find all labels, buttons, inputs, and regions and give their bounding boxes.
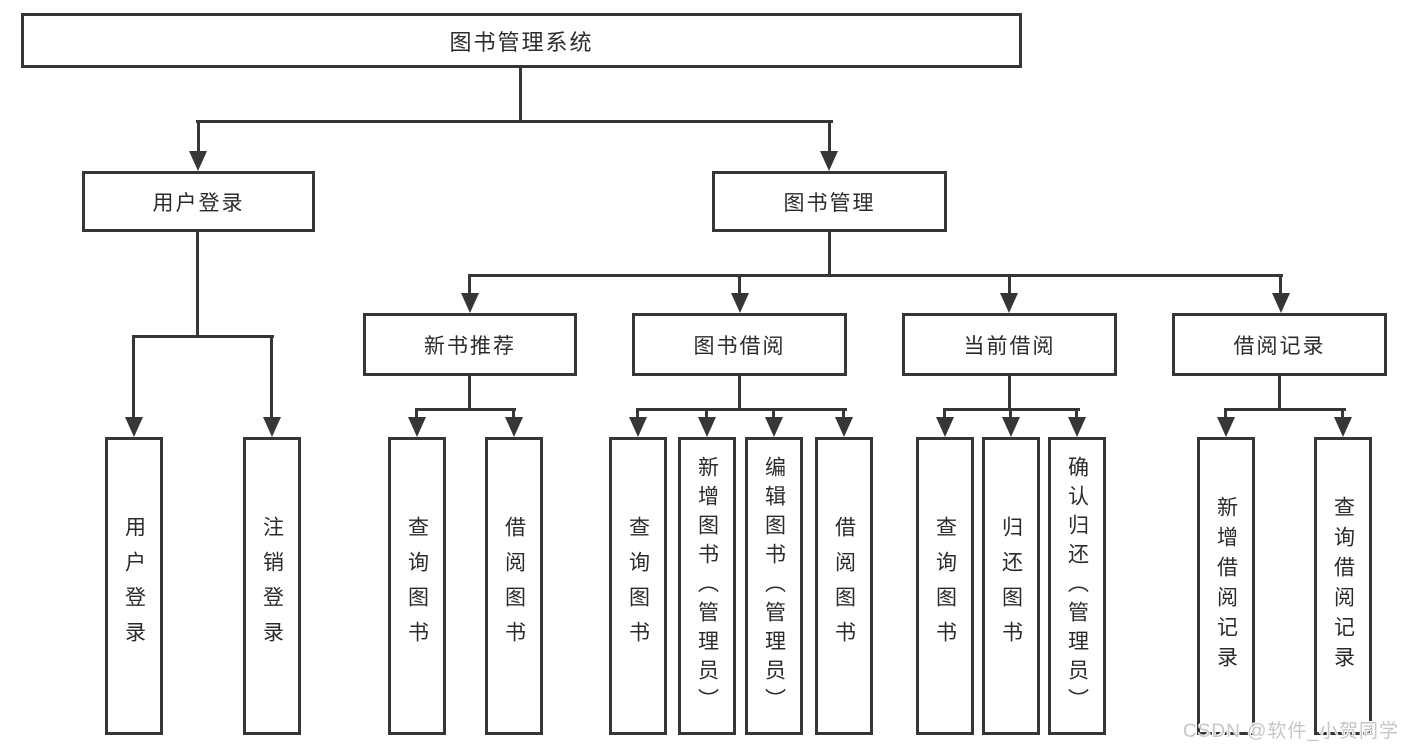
leaf-borrow-books-recommend: 借阅图书 <box>485 437 543 735</box>
leaf-query-books-recommend-label: 查询图书 <box>405 516 429 656</box>
leaf-edit-book-admin-label: 编辑图书（管理员） <box>762 455 786 717</box>
connector-line <box>842 408 845 420</box>
arrowhead-icon <box>505 417 523 437</box>
arrowhead-icon <box>408 417 426 437</box>
node-library-system-label: 图书管理系统 <box>449 29 594 55</box>
arrowhead-icon <box>835 417 853 437</box>
node-current-borrowing-label: 当前借阅 <box>963 334 1056 358</box>
node-current-borrowing: 当前借阅 <box>902 313 1117 376</box>
node-book-management: 图书管理 <box>712 171 947 232</box>
connector-line <box>468 376 471 410</box>
arrowhead-icon <box>1068 417 1086 437</box>
connector-line <box>196 232 199 337</box>
connector-line <box>772 408 775 420</box>
connector-line <box>1008 274 1011 295</box>
leaf-query-borrow-record: 查询借阅记录 <box>1314 437 1372 735</box>
arrowhead-icon <box>1000 293 1018 313</box>
arrowhead-icon <box>263 417 281 437</box>
leaf-logout: 注销登录 <box>243 437 301 735</box>
node-user-login-label: 用户登录 <box>152 191 245 215</box>
leaf-return-books: 归还图书 <box>982 437 1040 735</box>
connector-line <box>1224 408 1346 411</box>
node-new-book-recommend: 新书推荐 <box>363 313 577 376</box>
connector-line <box>828 120 831 153</box>
connector-line <box>196 120 833 123</box>
node-user-login: 用户登录 <box>82 171 315 232</box>
leaf-user-login-label: 用户登录 <box>122 516 146 656</box>
connector-line <box>1008 376 1011 410</box>
leaf-confirm-return-admin-label: 确认归还（管理员） <box>1065 455 1089 717</box>
connector-line <box>512 408 515 420</box>
arrowhead-icon <box>189 151 207 171</box>
leaf-query-borrow-record-label: 查询借阅记录 <box>1331 496 1355 676</box>
arrowhead-icon <box>125 417 143 437</box>
connector-line <box>738 376 741 410</box>
arrowhead-icon <box>936 417 954 437</box>
arrowhead-icon <box>1002 417 1020 437</box>
arrowhead-icon <box>629 417 647 437</box>
leaf-borrow-books-borrowing-label: 借阅图书 <box>832 516 856 656</box>
leaf-add-borrow-record-label: 新增借阅记录 <box>1214 496 1238 676</box>
connector-line <box>828 232 831 276</box>
connector-line <box>1341 408 1344 420</box>
arrowhead-icon <box>461 293 479 313</box>
connector-line <box>738 274 741 295</box>
connector-line <box>415 408 418 420</box>
node-borrowing-records: 借阅记录 <box>1172 313 1387 376</box>
connector-line <box>415 408 516 411</box>
connector-line <box>636 408 847 411</box>
leaf-add-borrow-record: 新增借阅记录 <box>1197 437 1255 735</box>
connector-line <box>132 335 135 419</box>
leaf-confirm-return-admin: 确认归还（管理员） <box>1048 437 1106 735</box>
connector-line <box>1279 274 1282 295</box>
leaf-borrow-books-borrowing: 借阅图书 <box>815 437 873 735</box>
arrowhead-icon <box>731 293 749 313</box>
csdn-watermark: CSDN @软件_小贺同学 <box>1183 721 1399 742</box>
node-borrowing-records-label: 借阅记录 <box>1233 334 1326 358</box>
leaf-add-book-admin: 新增图书（管理员） <box>678 437 736 735</box>
leaf-query-books-current-label: 查询图书 <box>933 516 957 656</box>
leaf-query-books-recommend: 查询图书 <box>388 437 446 735</box>
leaf-logout-label: 注销登录 <box>260 516 284 656</box>
leaf-query-books-borrowing: 查询图书 <box>609 437 667 735</box>
connector-line <box>636 408 639 420</box>
arrowhead-icon <box>698 417 716 437</box>
node-book-management-label: 图书管理 <box>783 191 876 215</box>
arrowhead-icon <box>1217 417 1235 437</box>
connector-line <box>1075 408 1078 420</box>
leaf-edit-book-admin: 编辑图书（管理员） <box>745 437 803 735</box>
connector-line <box>943 408 946 420</box>
connector-line <box>1009 408 1012 420</box>
node-book-borrowing-label: 图书借阅 <box>693 334 786 358</box>
leaf-user-login: 用户登录 <box>105 437 163 735</box>
arrowhead-icon <box>1272 293 1290 313</box>
leaf-return-books-label: 归还图书 <box>999 516 1023 656</box>
connector-line <box>1278 376 1281 410</box>
connector-line <box>197 120 200 153</box>
connector-line <box>468 274 471 295</box>
arrowhead-icon <box>820 151 838 171</box>
leaf-query-books-borrowing-label: 查询图书 <box>626 516 650 656</box>
leaf-add-book-admin-label: 新增图书（管理员） <box>695 455 719 717</box>
leaf-query-books-current: 查询图书 <box>916 437 974 735</box>
connector-line <box>705 408 708 420</box>
node-book-borrowing: 图书借阅 <box>632 313 847 376</box>
arrowhead-icon <box>765 417 783 437</box>
connector-line <box>132 335 274 338</box>
node-library-system: 图书管理系统 <box>21 13 1022 68</box>
connector-line <box>270 335 273 419</box>
leaf-borrow-books-recommend-label: 借阅图书 <box>502 516 526 656</box>
node-new-book-recommend-label: 新书推荐 <box>424 334 516 358</box>
connector-line <box>519 68 522 120</box>
connector-line <box>1224 408 1227 420</box>
connector-line <box>468 274 1283 277</box>
arrowhead-icon <box>1334 417 1352 437</box>
